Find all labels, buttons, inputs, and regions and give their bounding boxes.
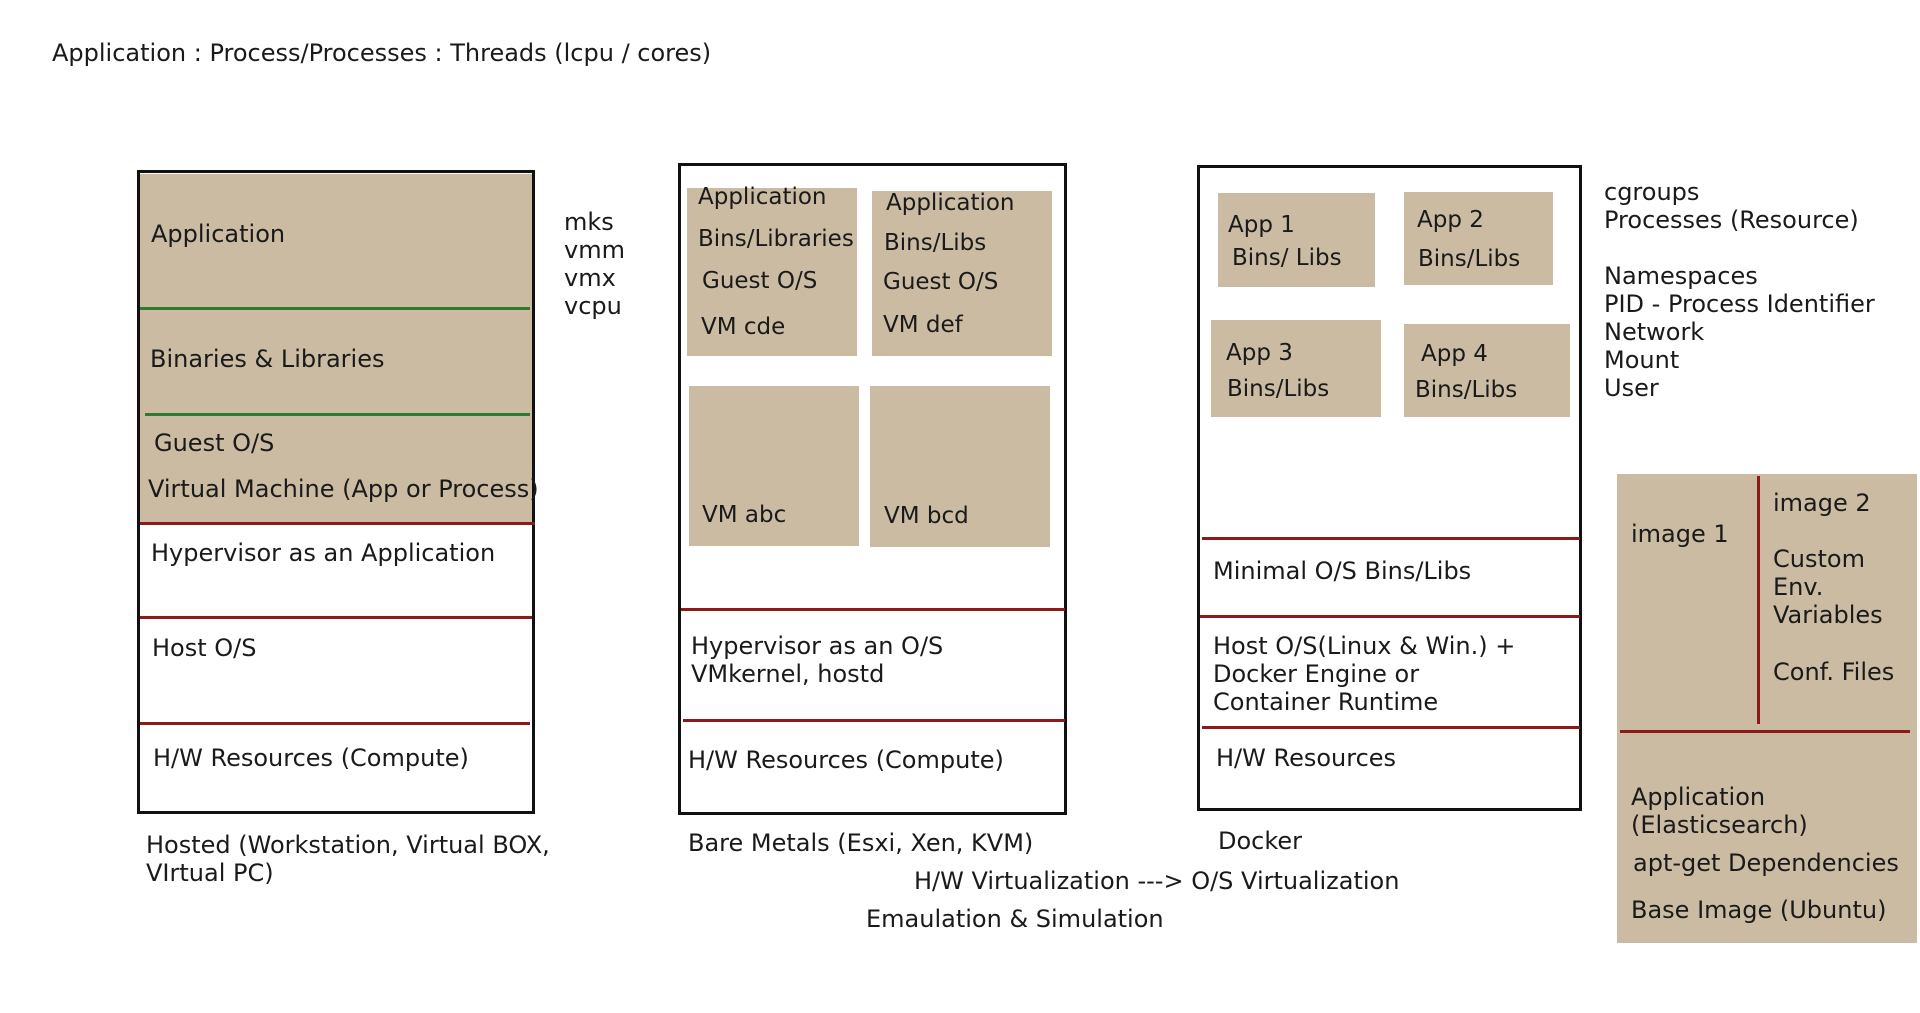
divider-red [1200, 615, 1580, 618]
divider-red-vertical [1757, 476, 1760, 724]
docker-host-line2: Docker Engine or [1213, 660, 1420, 688]
vm-block [872, 191, 1052, 356]
divider-green [145, 413, 530, 416]
vm2-bins: Bins/Libs [884, 230, 987, 256]
app2-name: App 2 [1417, 207, 1484, 233]
app3-bins: Bins/Libs [1227, 376, 1330, 402]
custom-label: Custom [1773, 545, 1865, 573]
apt-dependencies-layer: apt-get Dependencies [1633, 849, 1899, 877]
feature-pid: PID - Process Identifier [1604, 290, 1875, 318]
divider-red [1202, 726, 1580, 729]
bare-metal-caption: Bare Metals (Esxi, Xen, KVM) [688, 829, 1034, 857]
process-item: mks [564, 208, 614, 236]
container-block [1404, 324, 1570, 417]
hosted-stack-border [137, 170, 535, 814]
vm1-app: Application [698, 184, 827, 210]
vm3-name: VM abc [702, 502, 787, 528]
image2-label: image 2 [1773, 489, 1871, 517]
process-item: vmm [564, 236, 625, 264]
bare-hypervisor-line2: VMkernel, hostd [691, 660, 885, 688]
base-image-layer: Base Image (Ubuntu) [1631, 896, 1887, 924]
vm-block [687, 188, 857, 356]
docker-caption: Docker [1218, 827, 1303, 855]
conf-files-label: Conf. Files [1773, 658, 1895, 686]
vm-block [689, 386, 859, 546]
divider-red [140, 522, 535, 525]
bare-hypervisor-line1: Hypervisor as an O/S [691, 632, 944, 660]
docker-host-line3: Container Runtime [1213, 688, 1439, 716]
container-block [1404, 192, 1553, 285]
docker-host-line1: Host O/S(Linux & Win.) + [1213, 632, 1516, 660]
feature-mount: Mount [1604, 346, 1680, 374]
layer-host-os: Host O/S [152, 634, 257, 662]
divider-red [683, 719, 1065, 722]
vm2-guest-os: Guest O/S [883, 269, 999, 295]
feature-user: User [1604, 374, 1659, 402]
process-item: vcpu [564, 292, 622, 320]
app-layer-line2: (Elasticsearch) [1631, 811, 1808, 839]
docker-stack-border [1197, 165, 1582, 811]
vm2-name: VM def [883, 312, 963, 338]
feature-network: Network [1604, 318, 1705, 346]
vm2-app: Application [886, 190, 1015, 216]
layer-binaries: Binaries & Libraries [150, 345, 385, 373]
divider-red [140, 616, 532, 619]
app-layer-line1: Application [1631, 783, 1766, 811]
variables-label: Variables [1773, 601, 1883, 629]
image1-label: image 1 [1631, 520, 1729, 548]
vm1-guest-os: Guest O/S [702, 268, 818, 294]
hosted-caption-line2: VIrtual PC) [146, 859, 274, 887]
app1-bins: Bins/ Libs [1232, 245, 1342, 271]
divider-green [140, 307, 530, 310]
layer-application: Application [151, 220, 286, 248]
hosted-vm-fill [140, 174, 532, 522]
vm1-name: VM cde [701, 314, 786, 340]
hosted-caption-line1: Hosted (Workstation, Virtual BOX, [146, 831, 550, 859]
app4-bins: Bins/Libs [1415, 377, 1518, 403]
feature-namespaces: Namespaces [1604, 262, 1758, 290]
divider-red [140, 722, 530, 725]
docker-minimal-os: Minimal O/S Bins/Libs [1213, 557, 1472, 585]
page-title: Application : Process/Processes : Thread… [52, 39, 712, 67]
divider-red [681, 608, 1065, 611]
process-item: vmx [564, 264, 616, 292]
container-block [1211, 320, 1381, 417]
app2-bins: Bins/Libs [1418, 246, 1521, 272]
emulation-caption: Emaulation & Simulation [866, 905, 1164, 933]
container-block [1218, 193, 1375, 287]
divider-red [1620, 730, 1910, 733]
vm4-name: VM bcd [884, 503, 969, 529]
vm1-bins: Bins/Libraries [698, 226, 854, 252]
feature-cgroups: cgroups [1604, 178, 1700, 206]
layer-hw-resources: H/W Resources (Compute) [153, 744, 469, 772]
app3-name: App 3 [1226, 340, 1293, 366]
divider-red [1202, 537, 1580, 540]
layer-hypervisor: Hypervisor as an Application [151, 539, 496, 567]
vm-block [870, 386, 1050, 547]
env-label: Env. [1773, 573, 1824, 601]
bare-metal-stack-border [678, 163, 1067, 815]
app4-name: App 4 [1421, 341, 1488, 367]
virtualization-caption: H/W Virtualization ---> O/S Virtualizati… [914, 867, 1400, 895]
bare-hw-resources: H/W Resources (Compute) [688, 746, 1004, 774]
app1-name: App 1 [1228, 212, 1295, 238]
layer-guest-os: Guest O/S [154, 429, 275, 457]
layer-virtual-machine: Virtual Machine (App or Process) [148, 475, 539, 503]
image-panel-fill [1617, 474, 1917, 943]
docker-hw-resources: H/W Resources [1216, 744, 1397, 772]
feature-processes: Processes (Resource) [1604, 206, 1859, 234]
